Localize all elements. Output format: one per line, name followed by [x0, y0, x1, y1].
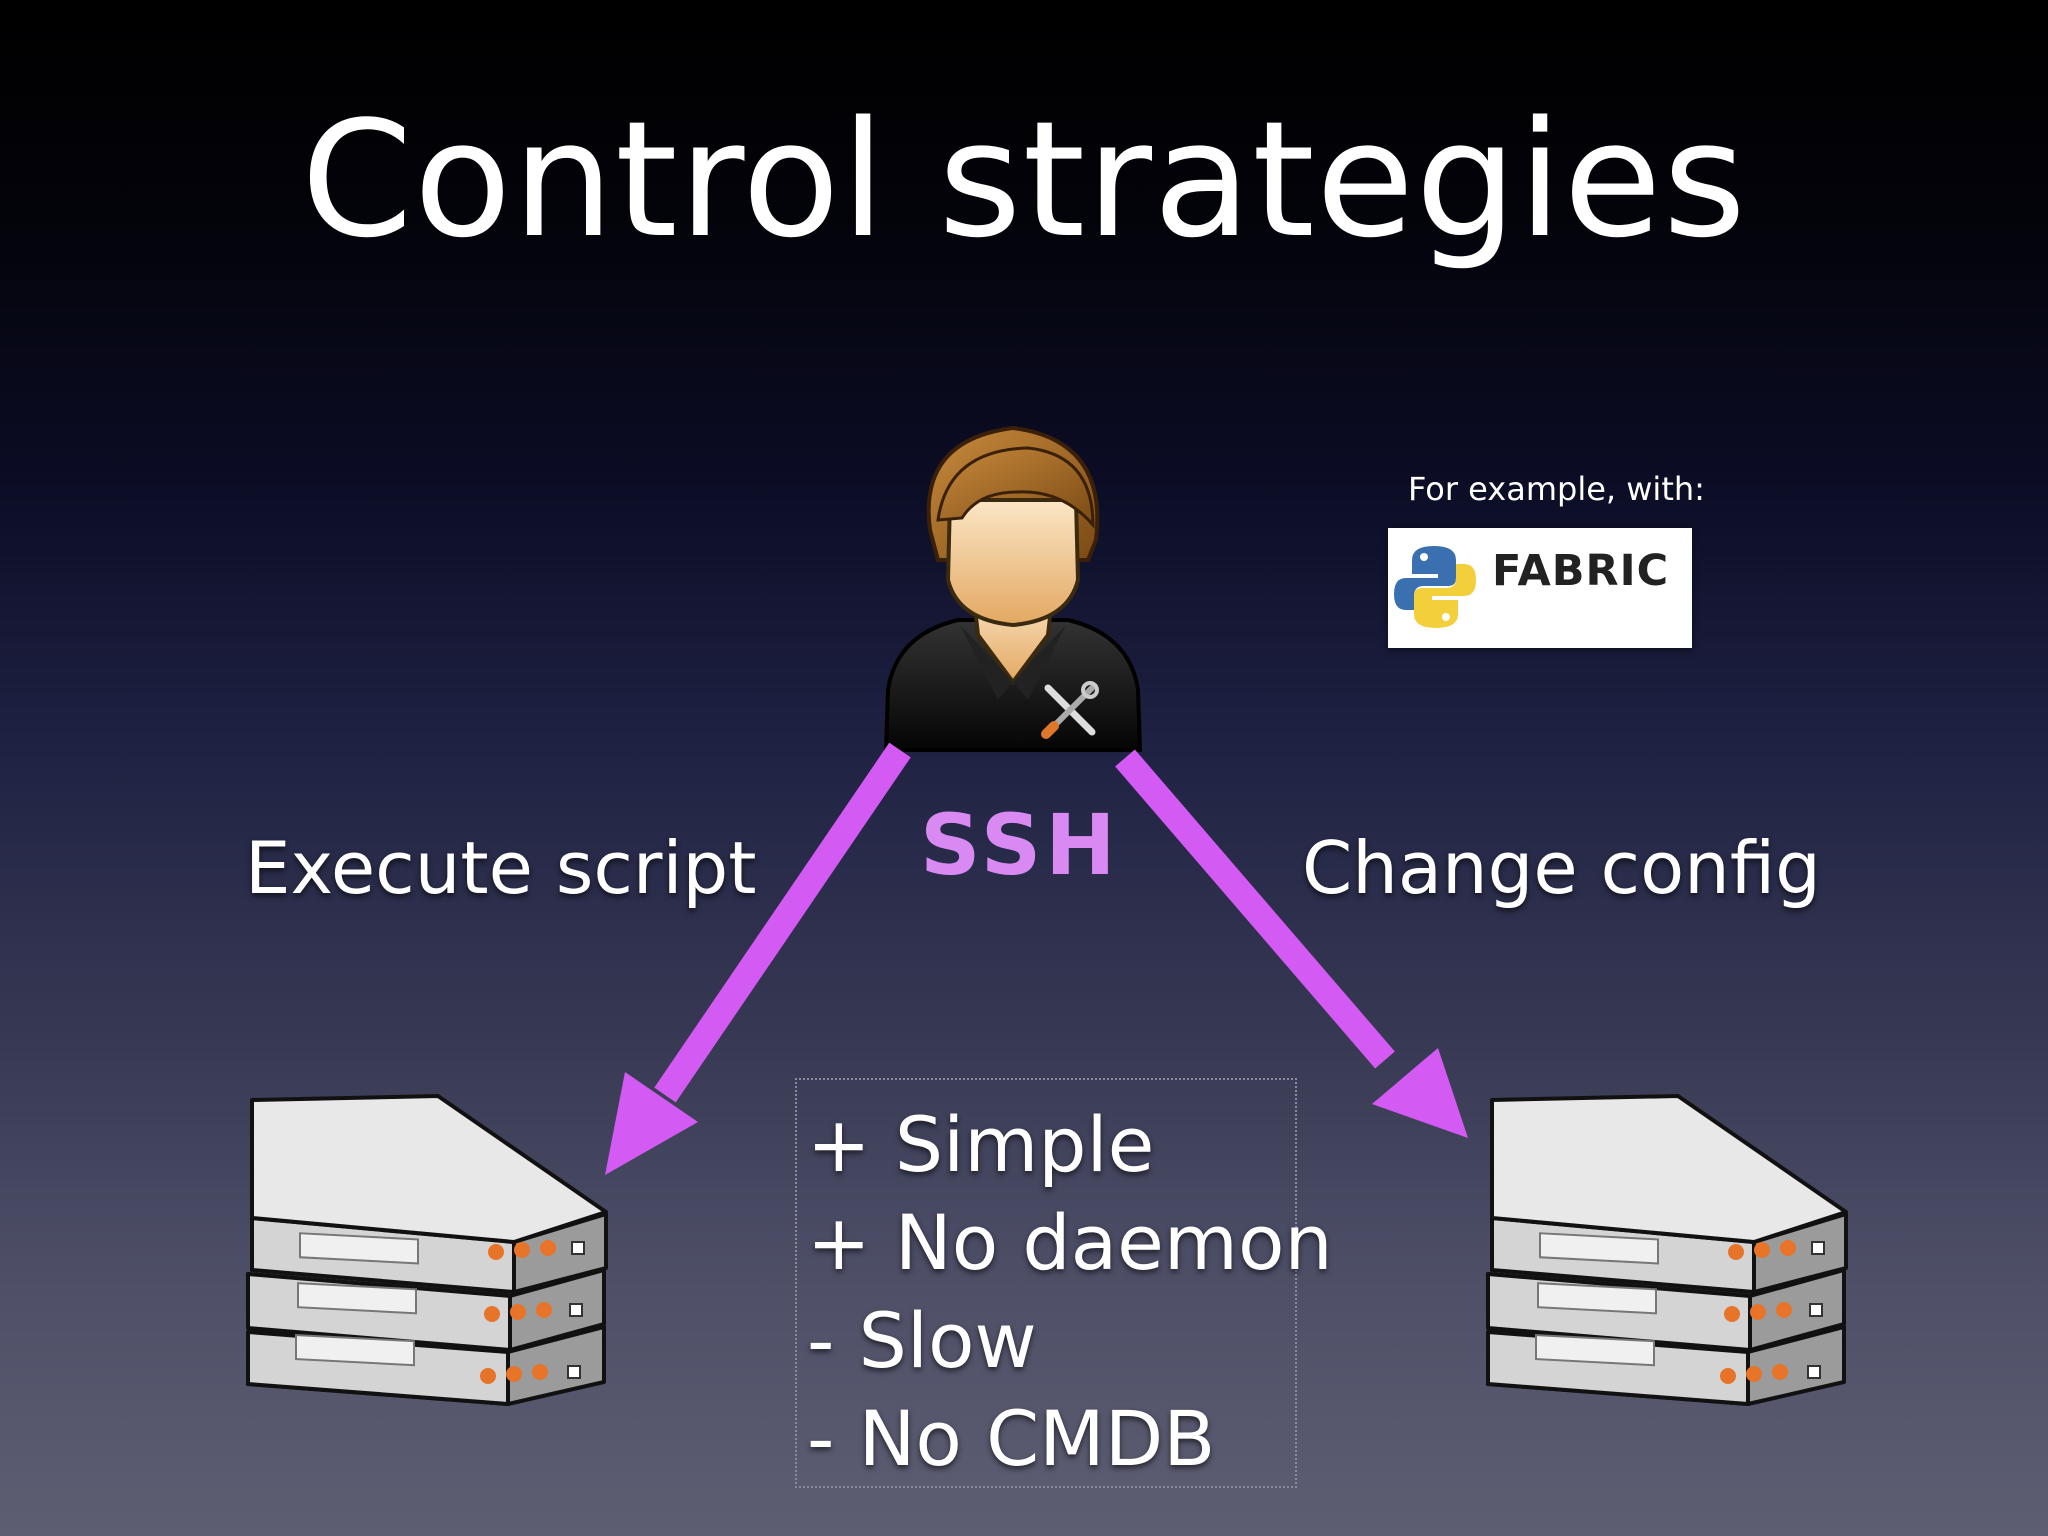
list-item: + Simple: [807, 1100, 1155, 1189]
list-item: + No daemon: [807, 1198, 1333, 1287]
fabric-logo-text: FABRIC: [1492, 546, 1670, 596]
example-caption: For example, with:: [1408, 470, 1705, 508]
server-stack-icon: [1486, 1094, 1848, 1406]
arrow-right: [1115, 749, 1468, 1138]
change-config-label: Change config: [1302, 826, 1821, 910]
ssh-label: SSH: [920, 796, 1120, 894]
list-item: - No CMDB: [807, 1394, 1216, 1483]
arrow-left: [605, 742, 911, 1175]
fabric-logo: FABRIC: [1388, 528, 1692, 648]
execute-script-label: Execute script: [245, 826, 757, 910]
server-stack-icon: [246, 1094, 608, 1406]
slide-title: Control strategies: [300, 86, 1748, 273]
pros-cons-box: + Simple + No daemon - Slow - No CMDB: [795, 1078, 1333, 1488]
python-logo-icon: [1394, 546, 1476, 628]
list-item: - Slow: [807, 1296, 1037, 1385]
tools-icon: [1041, 681, 1099, 739]
